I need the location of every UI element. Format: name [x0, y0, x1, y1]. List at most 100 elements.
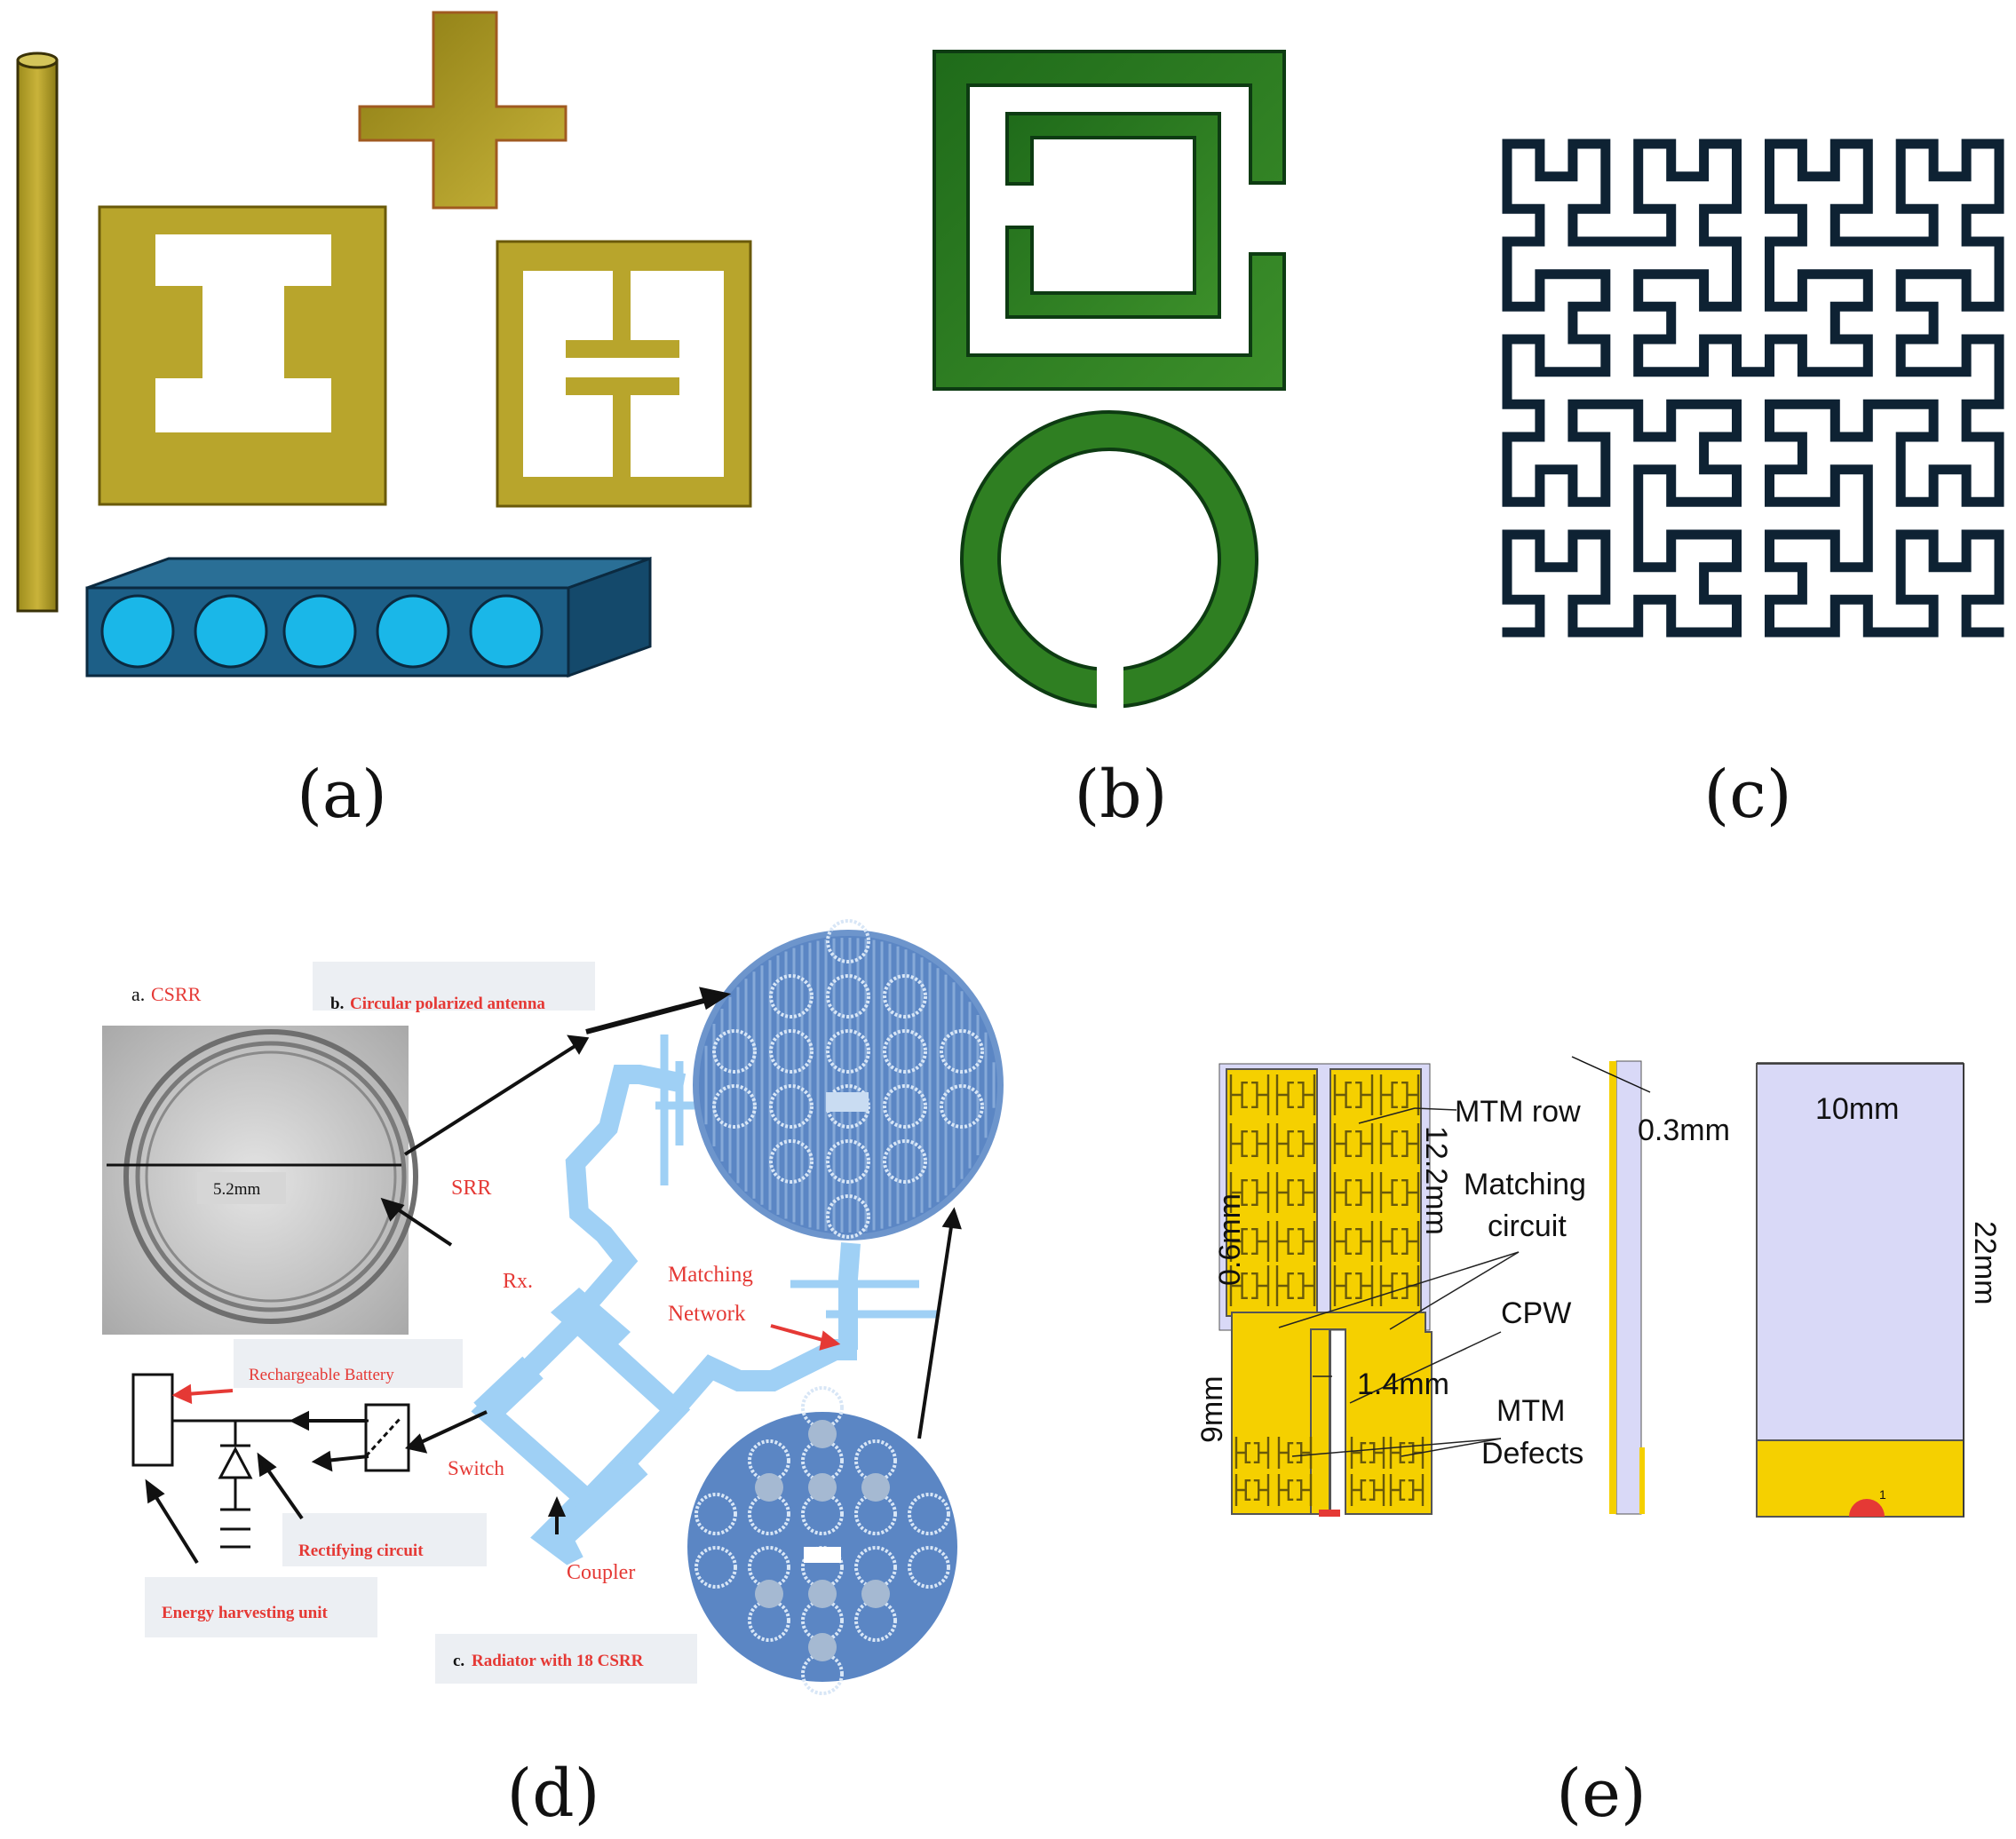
mtm-cell [1229, 1123, 1270, 1164]
csrr-ring [854, 1493, 897, 1535]
mtm-cell [1275, 1265, 1316, 1306]
csrr-ring [883, 1084, 927, 1129]
filled-csrr [861, 1580, 890, 1608]
label-csrr: CSRR [151, 983, 202, 1005]
label-b-prefix: b. [330, 995, 344, 1013]
csrr-ring [801, 1653, 844, 1695]
csrr-ring [801, 1546, 844, 1589]
csrr-ring [883, 1139, 927, 1184]
blue-block [85, 556, 652, 678]
label-mtm-row: MTM row [1455, 1095, 1581, 1129]
feed-network [471, 1065, 861, 1566]
label-dim-22: 22mm [1968, 1221, 2002, 1304]
csrr-ring [826, 919, 870, 963]
label-port: 1 [1879, 1487, 1886, 1502]
hilbert-fractal [1502, 139, 2004, 638]
csrr-ring [769, 1084, 814, 1129]
filled-csrr [808, 1580, 837, 1608]
stub-lines [655, 1034, 937, 1319]
csrr-ring [801, 1386, 844, 1429]
csrr-ring [769, 974, 814, 1019]
red-arrows [171, 1324, 841, 1405]
filled-csrr [755, 1580, 783, 1608]
label-rx: Rx. [503, 1270, 533, 1293]
label-box-c [435, 1634, 697, 1684]
rod-shape [16, 52, 59, 613]
label-box-energy [145, 1577, 377, 1637]
label-dim-0-3: 0.3mm [1638, 1114, 1730, 1147]
csrr-ring [826, 1139, 870, 1184]
cross-shape [358, 11, 567, 210]
label-radiator: Radiator with 18 CSRR [472, 1652, 644, 1670]
filled-csrr [808, 1473, 837, 1502]
panel-b [933, 50, 1286, 710]
csrr-ring [826, 1029, 870, 1074]
split-ring-circle [960, 410, 1258, 710]
split-ring-square [933, 50, 1286, 391]
antenna-front-view [1218, 1063, 1433, 1517]
antenna-back-view [1756, 1062, 1964, 1518]
label-battery: Rechargeable Battery [249, 1366, 394, 1384]
csrr-ring [854, 1599, 897, 1642]
block-hole [100, 594, 175, 669]
label-circuit: circuit [1488, 1209, 1567, 1243]
panel-a [16, 11, 752, 678]
csrr-ring [883, 1029, 927, 1074]
csrr-ring [940, 1084, 984, 1129]
panel-d: a. CSRR 5.2mm b. Circular polarized ante… [102, 919, 1004, 1695]
caption-b: (b) [1074, 757, 1167, 833]
label-dim-10: 10mm [1815, 1092, 1899, 1126]
filled-csrr [755, 1473, 783, 1502]
csrr-ring [769, 1139, 814, 1184]
csrr-ring [908, 1546, 950, 1589]
capacitor-square [496, 240, 752, 508]
mtm-cell [1275, 1074, 1316, 1115]
label-dim-1-4: 1.4mm [1357, 1367, 1449, 1401]
mtm-cell [1333, 1265, 1374, 1306]
csrr-ring [748, 1599, 790, 1642]
mtm-cell [1333, 1221, 1374, 1262]
csrr-ring [769, 1029, 814, 1074]
label-network: Network [668, 1302, 746, 1326]
mtm-cell [1275, 1221, 1316, 1262]
csrr-ring [748, 1493, 790, 1535]
csrr-ring [826, 974, 870, 1019]
mtm-cell [1379, 1123, 1420, 1164]
mtm-cell [1229, 1221, 1270, 1262]
csrr-ring [712, 1084, 757, 1129]
block-hole [282, 594, 357, 669]
mtm-cell [1275, 1123, 1316, 1164]
label-energy: Energy harvesting unit [162, 1604, 329, 1622]
antenna-disk-top [693, 919, 1004, 1241]
mtm-cell [1379, 1172, 1420, 1213]
mtm-cell [1379, 1074, 1420, 1115]
block-hole [469, 594, 544, 669]
csrr-ring [826, 1194, 870, 1239]
caption-c: (c) [1703, 757, 1791, 833]
mtm-cell [1333, 1172, 1374, 1213]
mtm-cell [1350, 1474, 1385, 1506]
label-mtm: MTM [1496, 1394, 1565, 1428]
label-box-battery [234, 1339, 463, 1388]
mtm-cell [1229, 1265, 1270, 1306]
csrr-ring [883, 974, 927, 1019]
panel-e: MTM row 12.2mm 0.6mm Matching circuit CP… [1195, 1056, 2002, 1518]
arrows [145, 987, 962, 1565]
label-coupler: Coupler [567, 1561, 635, 1584]
mtm-cell [1234, 1474, 1270, 1506]
radiator-disk-bottom [687, 1386, 957, 1695]
caption-a: (a) [297, 757, 387, 833]
mtm-cell [1350, 1437, 1385, 1469]
panel-c [1502, 139, 2004, 638]
csrr-ring [801, 1493, 844, 1535]
csrr-ring [694, 1546, 737, 1589]
label-defects: Defects [1481, 1437, 1583, 1470]
block-hole [194, 594, 268, 669]
filled-csrr [861, 1473, 890, 1502]
i-beam-square [98, 205, 387, 506]
mtm-cell [1229, 1172, 1270, 1213]
caption-e: (e) [1556, 1756, 1647, 1832]
csrr-ring [940, 1029, 984, 1074]
filled-csrr [808, 1420, 837, 1448]
csrr-ring [801, 1439, 844, 1482]
